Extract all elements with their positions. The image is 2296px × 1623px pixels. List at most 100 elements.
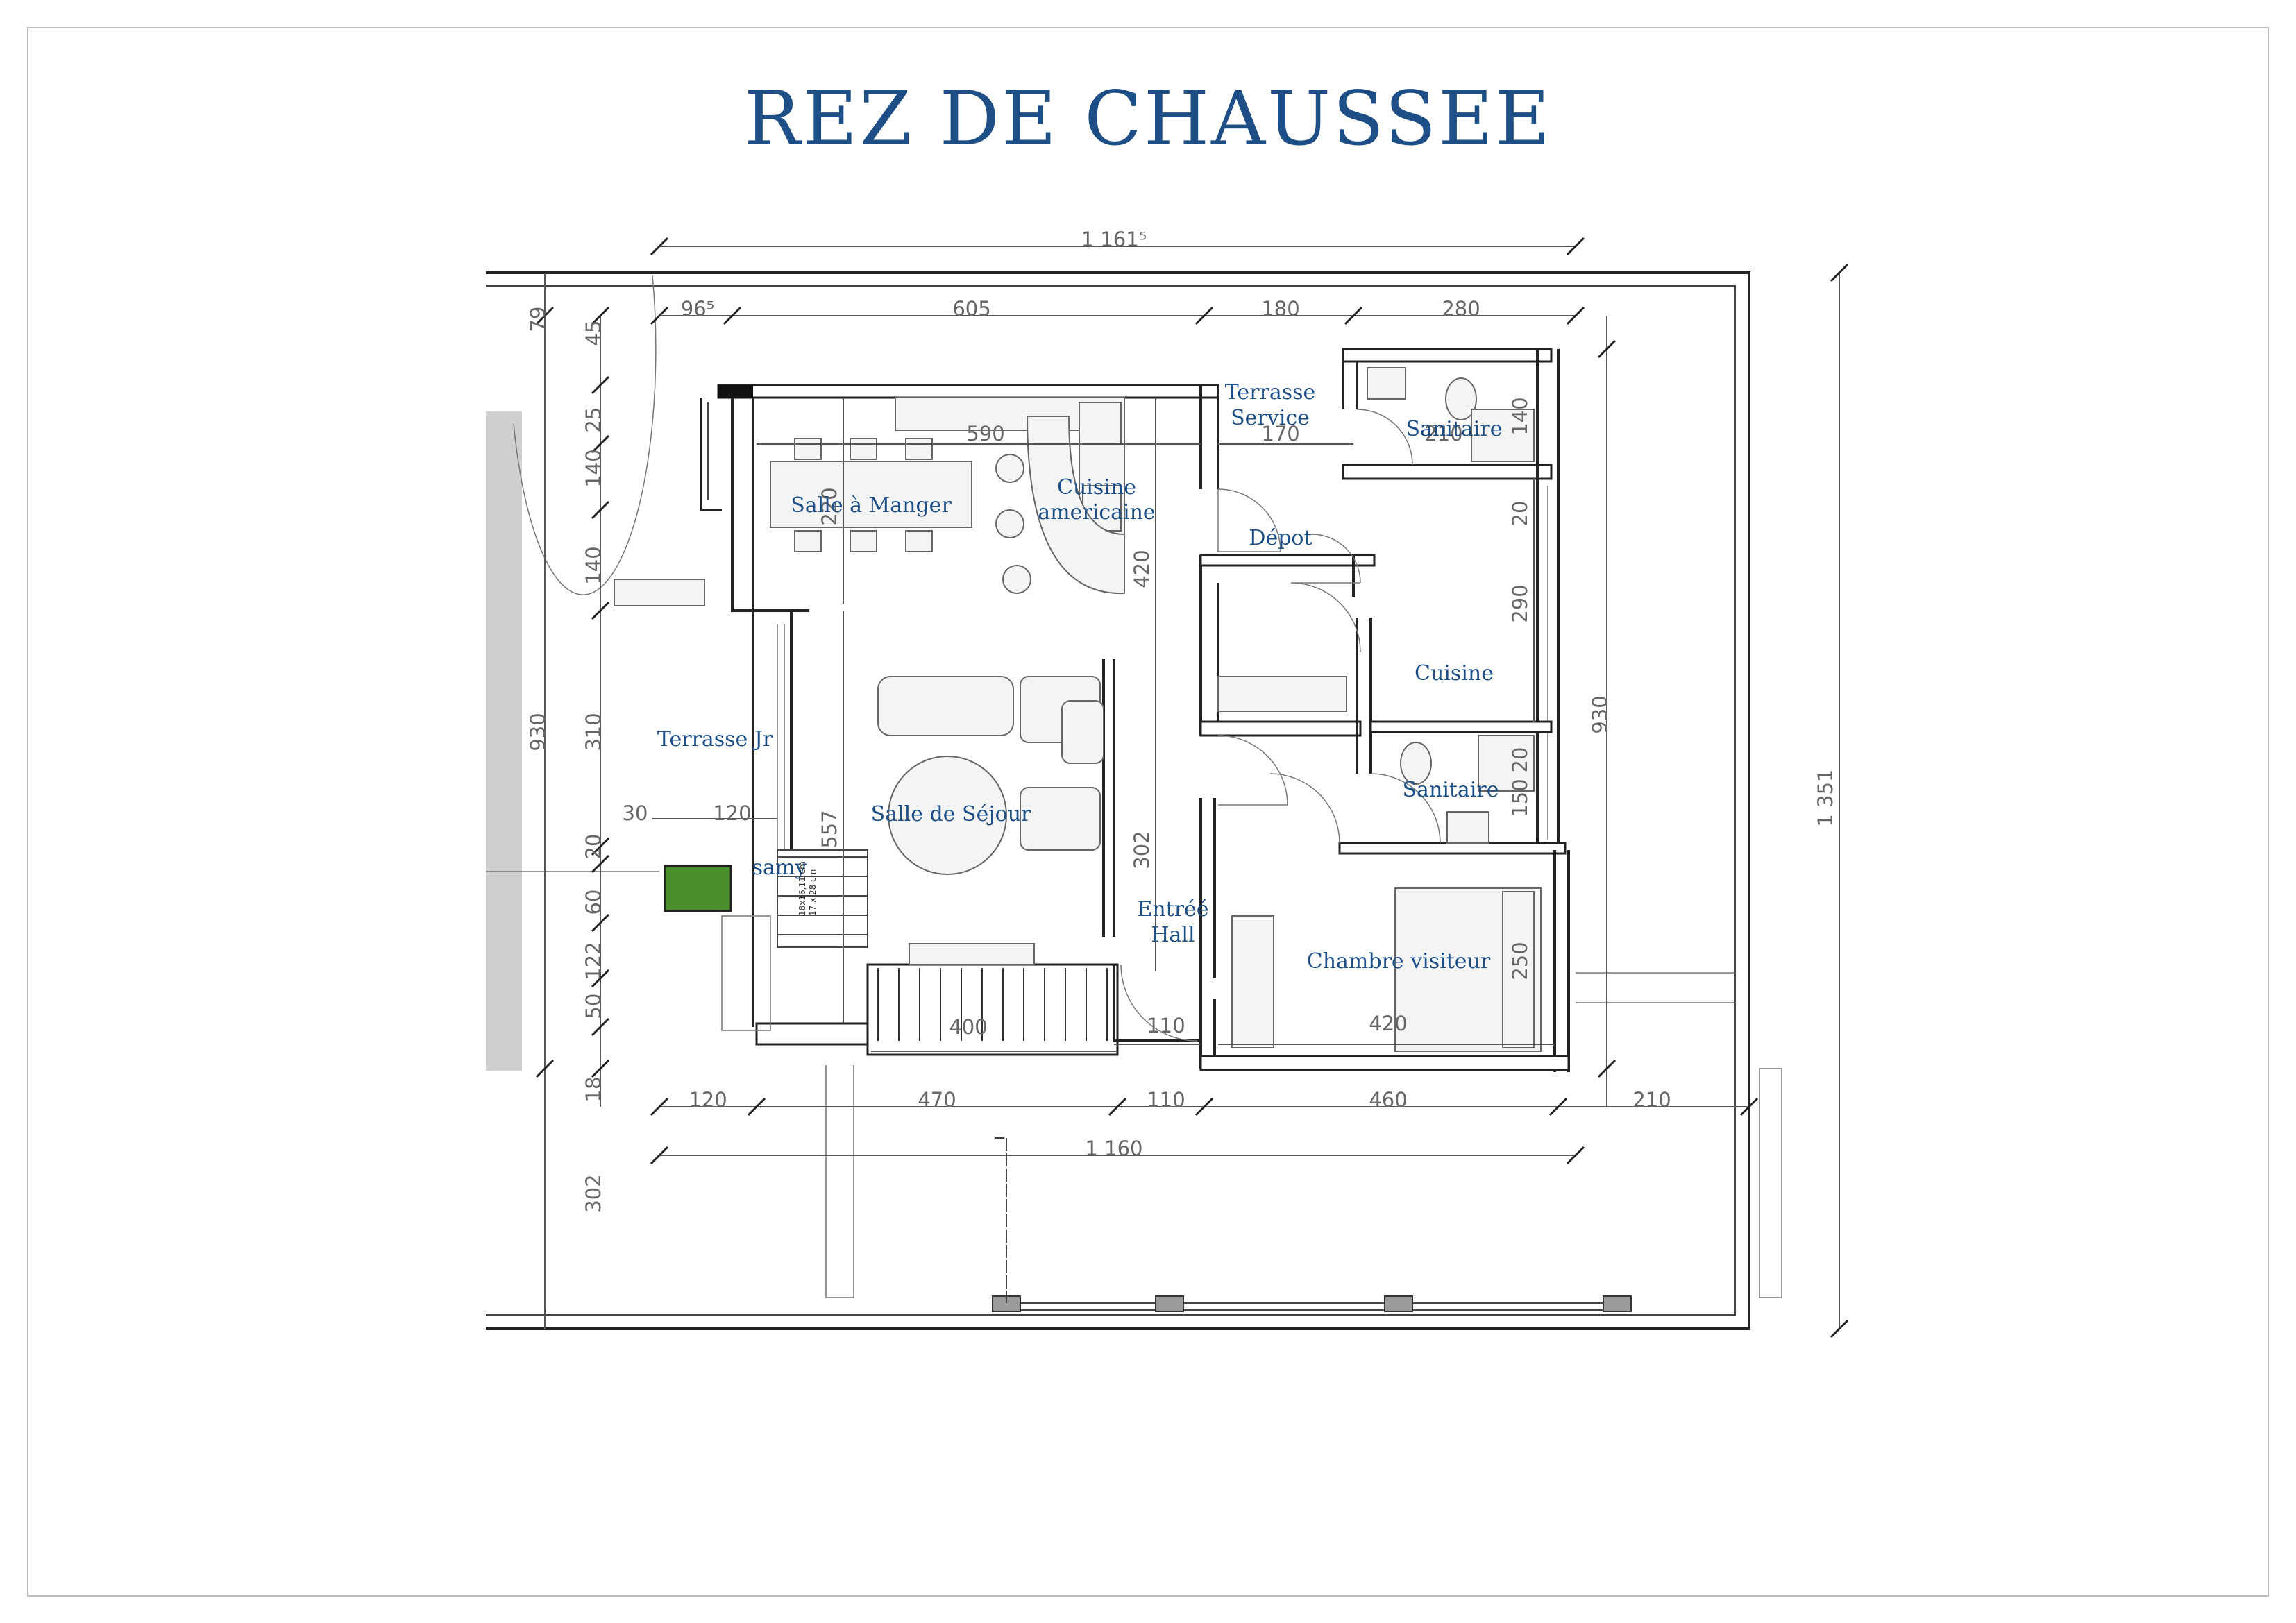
room-depot: Dépot bbox=[1249, 526, 1312, 550]
dim-bot-total: 1 160 bbox=[1085, 1137, 1142, 1160]
dim-left-18: 18 bbox=[582, 1077, 605, 1103]
dim-20b: 20 bbox=[1508, 747, 1532, 773]
dim-left-79: 79 bbox=[526, 307, 550, 332]
room-terrasse-service-1: Terrasse bbox=[1225, 380, 1316, 405]
dining-table bbox=[770, 461, 972, 528]
dimension-tick bbox=[650, 1146, 669, 1165]
dimension-tick bbox=[1597, 1059, 1617, 1078]
room-entree-1: Entréé bbox=[1137, 897, 1208, 921]
dim-top-280: 280 bbox=[1442, 297, 1480, 321]
dim-400: 400 bbox=[949, 1015, 987, 1039]
dim-left-930: 930 bbox=[526, 713, 550, 751]
dimension-tick bbox=[1108, 1097, 1127, 1116]
room-salle-de-sejour: Salle de Séjour bbox=[871, 802, 1031, 826]
dimension-tick bbox=[1548, 1097, 1568, 1116]
dimension-tick bbox=[591, 601, 610, 620]
room-labels: Salle à Manger Cuisine americaine Terras… bbox=[657, 380, 1503, 974]
dimension-tick bbox=[591, 913, 610, 933]
dimension-tick bbox=[650, 237, 669, 256]
dim-140r: 140 bbox=[1508, 397, 1532, 435]
dim-left-45: 45 bbox=[582, 321, 605, 346]
dimension-tick bbox=[591, 854, 610, 874]
dim-bot-110: 110 bbox=[1147, 1088, 1185, 1112]
vertical-dimension-labels: 79 45 25 140 140 310 20 60 122 50 18 302… bbox=[526, 307, 1837, 1213]
right-bollard bbox=[1759, 1068, 1782, 1298]
staircase bbox=[777, 856, 1108, 1041]
dim-590: 590 bbox=[966, 422, 1004, 445]
room-terrasse-jr: Terrasse Jr bbox=[657, 727, 773, 751]
furniture bbox=[614, 367, 1542, 1052]
dimension-tick bbox=[1597, 339, 1617, 359]
dim-left-60: 60 bbox=[582, 890, 605, 915]
dim-top-180: 180 bbox=[1261, 297, 1299, 321]
dim-557: 557 bbox=[818, 810, 841, 848]
room-samy: samy bbox=[752, 856, 807, 880]
dim-top-605: 605 bbox=[952, 297, 990, 321]
dimension-tick bbox=[1739, 1097, 1759, 1116]
stair-note-1: 18x16,11 cm bbox=[797, 861, 807, 916]
dim-290: 290 bbox=[1508, 584, 1532, 622]
room-chambre-visiteur: Chambre visiteur bbox=[1307, 949, 1491, 974]
dimension-tick bbox=[591, 500, 610, 520]
page-title: REZ DE CHAUSSEE bbox=[744, 76, 1552, 162]
dim-right-1351: 1 351 bbox=[1814, 769, 1837, 826]
dimension-tick bbox=[1344, 306, 1363, 325]
dimension-tick bbox=[591, 306, 610, 325]
room-cuisine: Cuisine bbox=[1415, 661, 1494, 686]
dimension-tick bbox=[591, 434, 610, 454]
sofa bbox=[877, 676, 1014, 736]
dimension-tick bbox=[535, 1059, 555, 1078]
dim-150: 150 bbox=[1508, 779, 1532, 817]
dim-bot-210: 210 bbox=[1632, 1088, 1671, 1112]
dim-bot-460: 460 bbox=[1369, 1088, 1407, 1112]
dimension-tick bbox=[650, 306, 669, 325]
dim-bot-120: 120 bbox=[689, 1088, 727, 1112]
dimension-lines bbox=[544, 246, 1840, 1329]
dim-250: 250 bbox=[1508, 942, 1532, 980]
dimension-tick bbox=[1195, 1097, 1214, 1116]
dim-420h: 420 bbox=[1369, 1012, 1407, 1035]
dimension-tick bbox=[535, 306, 555, 325]
dimension-tick bbox=[591, 375, 610, 395]
dim-left-140b: 140 bbox=[582, 546, 605, 584]
facade-band bbox=[486, 411, 522, 1071]
dimension-ticks bbox=[535, 237, 1849, 1339]
dim-210: 210 bbox=[1424, 422, 1462, 445]
dim-420v: 420 bbox=[1130, 550, 1154, 588]
room-sanitaire-mid: Sanitaire bbox=[1403, 778, 1499, 802]
room-salle-a-manger: Salle à Manger bbox=[791, 493, 952, 518]
dim-left-302: 302 bbox=[582, 1174, 605, 1212]
dimension-tick bbox=[723, 306, 742, 325]
dimension-tick bbox=[747, 1097, 766, 1116]
dim-left-50: 50 bbox=[582, 994, 605, 1019]
dimension-tick bbox=[1195, 306, 1214, 325]
dim-left-122: 122 bbox=[582, 942, 605, 980]
building-walls bbox=[700, 348, 1570, 1072]
dim-302v: 302 bbox=[1130, 831, 1154, 869]
coffee-table bbox=[888, 756, 1007, 875]
dim-right-930: 930 bbox=[1588, 695, 1612, 733]
dimension-tick bbox=[650, 1097, 669, 1116]
dimension-tick bbox=[591, 837, 610, 856]
dimension-tick bbox=[591, 969, 610, 988]
dimension-tick bbox=[591, 1017, 610, 1037]
dimension-tick bbox=[1566, 1146, 1585, 1165]
dim-top-965: 96⁵ bbox=[681, 297, 715, 321]
dim-bot-470: 470 bbox=[918, 1088, 956, 1112]
room-cuisine-americaine-2: americaine bbox=[1038, 500, 1155, 525]
dimension-labels: 1 161⁵ 96⁵ 605 180 280 590 170 210 420 4… bbox=[623, 228, 1671, 1160]
sheet-border bbox=[27, 27, 2269, 1597]
dim-left-140a: 140 bbox=[582, 449, 605, 487]
dim-left-310: 310 bbox=[582, 713, 605, 751]
room-entree-2: Hall bbox=[1151, 923, 1195, 947]
dim-220: 220 bbox=[818, 487, 841, 525]
dimension-tick bbox=[1566, 306, 1585, 325]
dim-20a: 20 bbox=[1508, 501, 1532, 527]
dim-170: 170 bbox=[1261, 422, 1299, 445]
dimension-tick bbox=[1830, 263, 1849, 282]
planter bbox=[664, 865, 732, 912]
room-terrasse-service-2: Service bbox=[1231, 406, 1310, 430]
dim-110a: 110 bbox=[1147, 1014, 1185, 1037]
dimension-tick bbox=[591, 1059, 610, 1078]
